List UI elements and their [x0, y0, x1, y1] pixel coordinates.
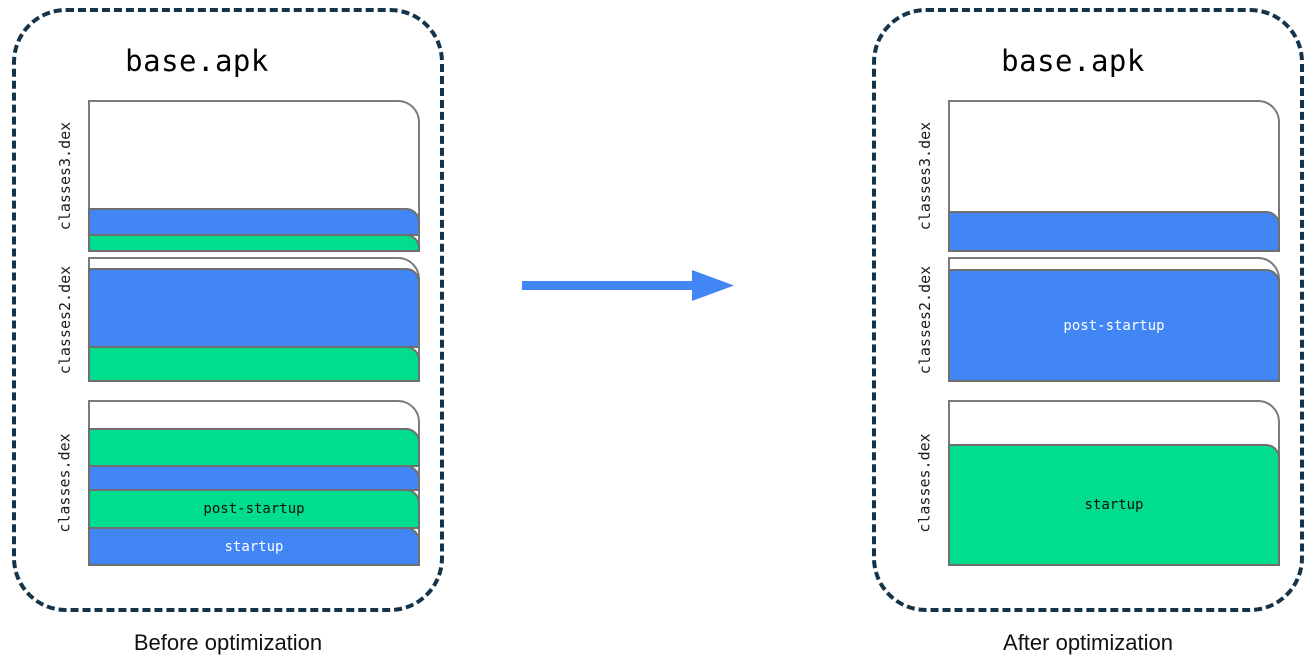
band-startup	[88, 234, 420, 252]
caption-before-optimization: Before optimization	[133, 630, 323, 655]
apk-panel-after: base.apk classes3.dex classes2.dex post-…	[872, 8, 1304, 612]
dex-group-before-classes3: classes3.dex	[56, 100, 420, 252]
dex-group-after-classes2: classes2.dex post-startup	[916, 257, 1280, 382]
band-label: post-startup	[203, 501, 305, 517]
dex-block-before-classes2	[88, 257, 420, 382]
band-post-startup-labeled: startup	[88, 527, 420, 566]
band-post-startup	[88, 465, 420, 491]
dex-block-after-classes: startup	[948, 400, 1280, 566]
apk-title-after: base.apk	[1001, 44, 1145, 78]
caption-after-optimization: After optimization	[1003, 630, 1173, 655]
band-startup	[88, 428, 420, 467]
dex-block-before-classes3	[88, 100, 420, 252]
band-label: post-startup	[1063, 317, 1165, 334]
band-label: startup	[1084, 497, 1144, 513]
dex-group-before-classes2: classes2.dex	[56, 257, 420, 382]
band-post-startup-labeled: post-startup	[948, 269, 1280, 382]
apk-panel-before: base.apk classes3.dex classes2.dex	[12, 8, 444, 612]
apk-title-before: base.apk	[125, 44, 269, 78]
dex-block-after-classes3	[948, 100, 1280, 252]
band-post-startup	[948, 211, 1280, 252]
dex-block-before-classes: post-startup startup	[88, 400, 420, 566]
dex-label-before-classes3: classes3.dex	[56, 121, 74, 231]
band-startup-labeled: post-startup	[88, 489, 420, 529]
right-arrow-icon	[522, 270, 734, 301]
dex-label-after-classes: classes.dex	[916, 433, 934, 533]
dex-label-before-classes: classes.dex	[56, 433, 74, 533]
band-startup	[88, 346, 420, 382]
dex-group-before-classes: classes.dex post-startup startup	[56, 400, 420, 566]
band-label: startup	[224, 538, 284, 555]
band-post-startup	[88, 268, 420, 348]
dex-label-after-classes2: classes2.dex	[916, 265, 934, 374]
dex-label-after-classes3: classes3.dex	[916, 121, 934, 231]
dex-group-after-classes3: classes3.dex	[916, 100, 1280, 252]
band-startup-labeled: startup	[948, 444, 1280, 566]
dex-label-before-classes2: classes2.dex	[56, 265, 74, 374]
band-post-startup	[88, 208, 420, 236]
dex-block-after-classes2: post-startup	[948, 257, 1280, 382]
dex-group-after-classes: classes.dex startup	[916, 400, 1280, 566]
